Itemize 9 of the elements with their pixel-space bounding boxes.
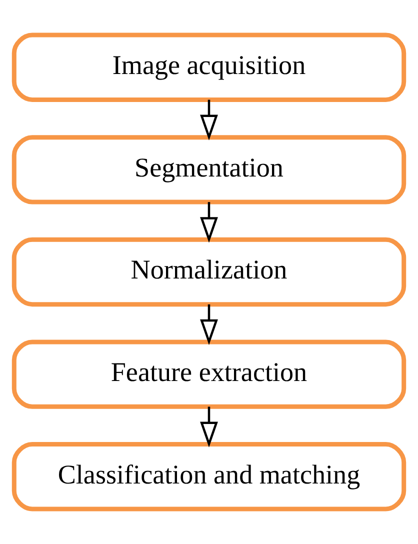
arrow: [200, 406, 218, 448]
node-box: Normalization: [12, 237, 406, 307]
node-box: Classification and matching: [12, 442, 406, 512]
node-box: Image acquisition: [12, 32, 406, 102]
node-box: Segmentation: [12, 135, 406, 204]
arrow: [200, 202, 218, 243]
arrow: [200, 304, 218, 346]
node-box: Feature extraction: [12, 340, 406, 409]
arrow: [200, 100, 218, 140]
